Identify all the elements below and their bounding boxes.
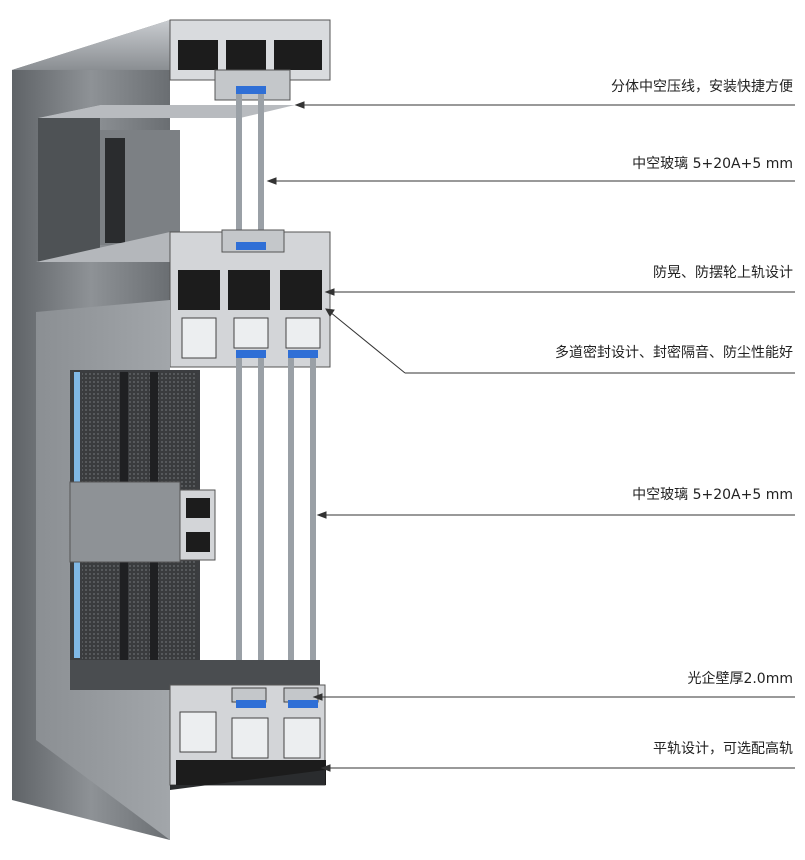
annotation-multi-seal: 多道密封设计、封密隔音、防尘性能好 — [555, 345, 793, 361]
annotation-lower-glass-spec: 中空玻璃 5+20A+5 mm — [632, 487, 793, 503]
lower-sash-panel — [36, 300, 216, 840]
annotation-anti-sway-top-track: 防晃、防摆轮上轨设计 — [653, 265, 793, 281]
middle-rail-profile — [36, 229, 331, 368]
annotation-flat-track: 平轨设计，可选配高轨 — [653, 741, 793, 757]
upper-insulated-glass — [236, 94, 264, 234]
annotation-upper-glass-spec: 中空玻璃 5+20A+5 mm — [632, 156, 793, 172]
annotation-leader-lines — [266, 101, 795, 772]
top-frame-profile — [169, 19, 331, 101]
lower-insulated-glass — [236, 358, 316, 688]
annotation-split-glazing-bead: 分体中空压线，安装快捷方便 — [611, 79, 793, 95]
annotation-interlock-wall-thickness: 光企壁厚2.0mm — [687, 671, 793, 687]
bottom-frame-profile — [70, 660, 326, 790]
